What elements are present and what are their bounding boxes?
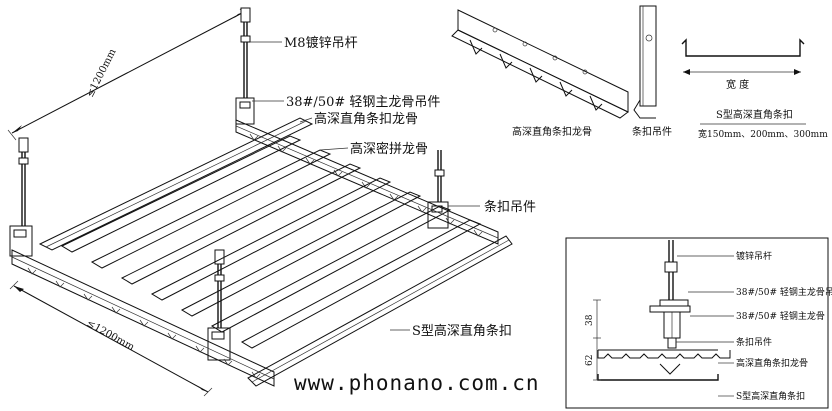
main-keels [11, 119, 499, 387]
leader-lines [250, 41, 480, 331]
dimension-top: ≤1200mm [7, 8, 249, 141]
label-m8-rod: M8镀锌吊杆 [284, 35, 358, 51]
strip-title: S型高深直角条扣 [716, 108, 793, 121]
detail-clip-hanger: 条扣吊件 [632, 5, 672, 138]
strip-widths: 宽150mm、200mm、300mm [698, 128, 828, 140]
label-dense-keel: 高深密拼龙骨 [350, 141, 428, 157]
hanging-rods [18, 7, 445, 330]
section-view: 38 62 镀锌吊杆 38#/50# 轻钢主龙骨吊件 38#/50# 轻钢主龙骨… [565, 237, 832, 409]
label-s-strip: S型高深直角条扣 [412, 323, 512, 339]
label-clip-hanger: 条扣吊件 [484, 199, 536, 215]
ceiling-strips [60, 135, 482, 349]
width-label: 宽 度 [726, 78, 749, 91]
detail-keel: 高深直角条扣龙骨 [451, 9, 629, 138]
dim-38: 38 [585, 314, 595, 326]
dim-bottom-label: ≤1200mm [85, 318, 137, 353]
dimension-bottom: ≤1200mm [9, 280, 213, 397]
section-strip: S型高深直角条扣 [736, 390, 805, 402]
watermark-url: www.phonano.com.cn [294, 371, 540, 395]
isometric-assembly: ≤1200mm ≤1200mm [7, 7, 536, 397]
section-main-hanger: 38#/50# 轻钢主龙骨吊件 [736, 286, 832, 298]
keel-teeth-lower [27, 267, 261, 379]
section-rod: 镀锌吊杆 [736, 250, 772, 262]
label-main-keel-hanger: 38#/50# 轻钢主龙骨吊件 [286, 95, 440, 110]
label-keel: 高深直角条扣龙骨 [314, 111, 418, 127]
frame-keels [38, 117, 513, 387]
section-clip: 条扣吊件 [736, 336, 772, 348]
caption-clip-hanger: 条扣吊件 [632, 125, 672, 138]
caption-keel: 高深直角条扣龙骨 [512, 125, 592, 138]
main-keel-hangers [9, 97, 449, 361]
dim-top-label: ≤1200mm [85, 47, 119, 99]
section-main-keel: 38#/50# 轻钢主龙骨 [736, 310, 825, 322]
dim-62: 62 [585, 355, 595, 366]
detail-s-strip: 宽 度 S型高深直角条扣 宽150mm、200mm、300mm [681, 38, 828, 140]
section-keel: 高深直角条扣龙骨 [736, 357, 808, 369]
